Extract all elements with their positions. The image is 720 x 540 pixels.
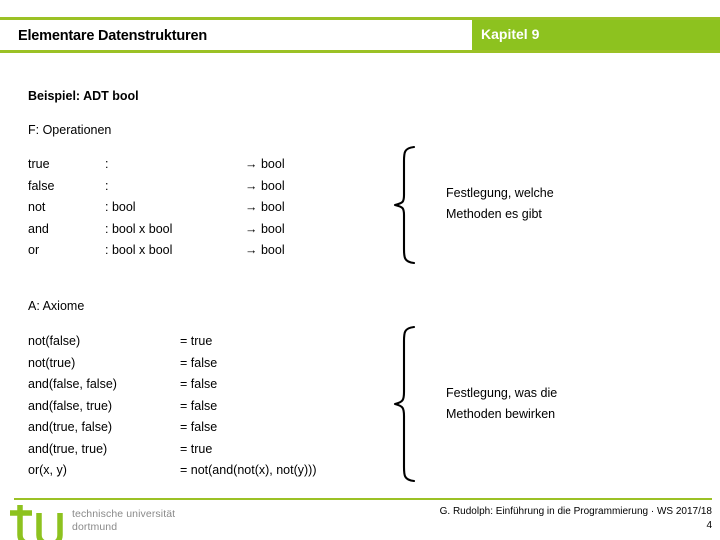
chapter-badge: Kapitel 9: [472, 20, 720, 50]
axiom-value: = false: [180, 355, 218, 370]
operations-table: true : → bool false : → bool not : bool …: [28, 154, 335, 262]
axiom-value: = true: [180, 334, 213, 348]
axioms-brace-icon: [392, 325, 424, 483]
annotation-behavior-line2: Methoden bewirken: [446, 407, 556, 421]
operation-result: → bool: [245, 243, 285, 257]
tu-logo-mark-icon: [8, 505, 66, 540]
operations-heading: F: Operationen: [28, 123, 112, 137]
table-row: true : → bool: [28, 154, 335, 176]
axiom-name: and(true, true): [28, 441, 108, 456]
example-heading: Beispiel: ADT bool: [28, 89, 139, 103]
table-row: not(true) = false: [28, 353, 390, 375]
page-title: Elementare Datenstrukturen: [18, 28, 207, 44]
footer-credit: G. Rudolph: Einführung in die Programmie…: [439, 506, 712, 517]
axiom-name: not(false): [28, 334, 81, 348]
axiom-name: and(false, true): [28, 398, 113, 413]
annotation-methods-line2: Methoden es gibt: [446, 207, 542, 221]
slide-footer: technische universität dortmund G. Rudol…: [0, 498, 720, 540]
table-row: and(false, true) = false: [28, 396, 390, 418]
axiom-name: and(false, false): [28, 377, 117, 391]
table-row: and : bool x bool → bool: [28, 219, 335, 241]
operation-signature: : bool x bool: [105, 221, 173, 236]
slide-content: Beispiel: ADT bool F: Operationen true :…: [0, 53, 720, 493]
operations-brace-icon: [392, 145, 424, 265]
axioms-heading: A: Axiome: [28, 299, 85, 313]
axiom-name: or(x, y): [28, 463, 67, 477]
tu-logo-wordmark: technische universität dortmund: [72, 508, 175, 534]
footer-divider: [14, 498, 712, 500]
operation-name: and: [28, 221, 49, 236]
axioms-table: not(false) = true not(true) = false and(…: [28, 331, 390, 482]
tu-logo-line1: technische universität: [72, 508, 176, 520]
table-row: and(false, false) = false: [28, 374, 390, 396]
operation-result: → bool: [245, 221, 285, 236]
axiom-value: = false: [180, 420, 218, 434]
operation-result: → bool: [245, 157, 285, 171]
table-row: and(true, false) = false: [28, 417, 390, 439]
axiom-name: and(true, false): [28, 420, 113, 434]
annotation-behavior-line1: Festlegung, was die: [446, 386, 558, 400]
axiom-value: = true: [180, 441, 213, 456]
axiom-value: = false: [180, 398, 218, 413]
operation-name: true: [28, 157, 50, 171]
axiom-value: = false: [180, 377, 218, 391]
operation-signature: : bool: [105, 200, 136, 214]
operation-signature: : bool x bool: [105, 243, 173, 257]
slide-header-band: Elementare Datenstrukturen Kapitel 9: [0, 17, 720, 53]
table-row: false : → bool: [28, 176, 335, 198]
table-row: or(x, y) = not(and(not(x), not(y))): [28, 460, 390, 482]
chapter-label: Kapitel 9: [481, 26, 540, 42]
tu-dortmund-logo: technische universität dortmund: [8, 505, 208, 540]
table-row: or : bool x bool → bool: [28, 240, 335, 262]
tu-logo-line2: dortmund: [72, 521, 118, 533]
annotation-methods: Festlegung, welche Methoden es gibt: [446, 183, 554, 225]
axiom-name: not(true): [28, 355, 76, 370]
operation-name: not: [28, 200, 46, 214]
table-row: and(true, true) = true: [28, 439, 390, 461]
operation-signature: :: [105, 157, 109, 171]
annotation-methods-line1: Festlegung, welche: [446, 186, 554, 200]
operation-result: → bool: [245, 178, 285, 193]
table-row: not(false) = true: [28, 331, 390, 353]
operation-name: or: [28, 243, 40, 257]
operation-result: → bool: [245, 200, 285, 214]
page-number: 4: [706, 520, 712, 531]
operation-name: false: [28, 178, 55, 193]
table-row: not : bool → bool: [28, 197, 335, 219]
operation-signature: :: [105, 178, 109, 193]
annotation-behavior: Festlegung, was die Methoden bewirken: [446, 383, 557, 425]
axiom-value: = not(and(not(x), not(y))): [180, 463, 317, 477]
